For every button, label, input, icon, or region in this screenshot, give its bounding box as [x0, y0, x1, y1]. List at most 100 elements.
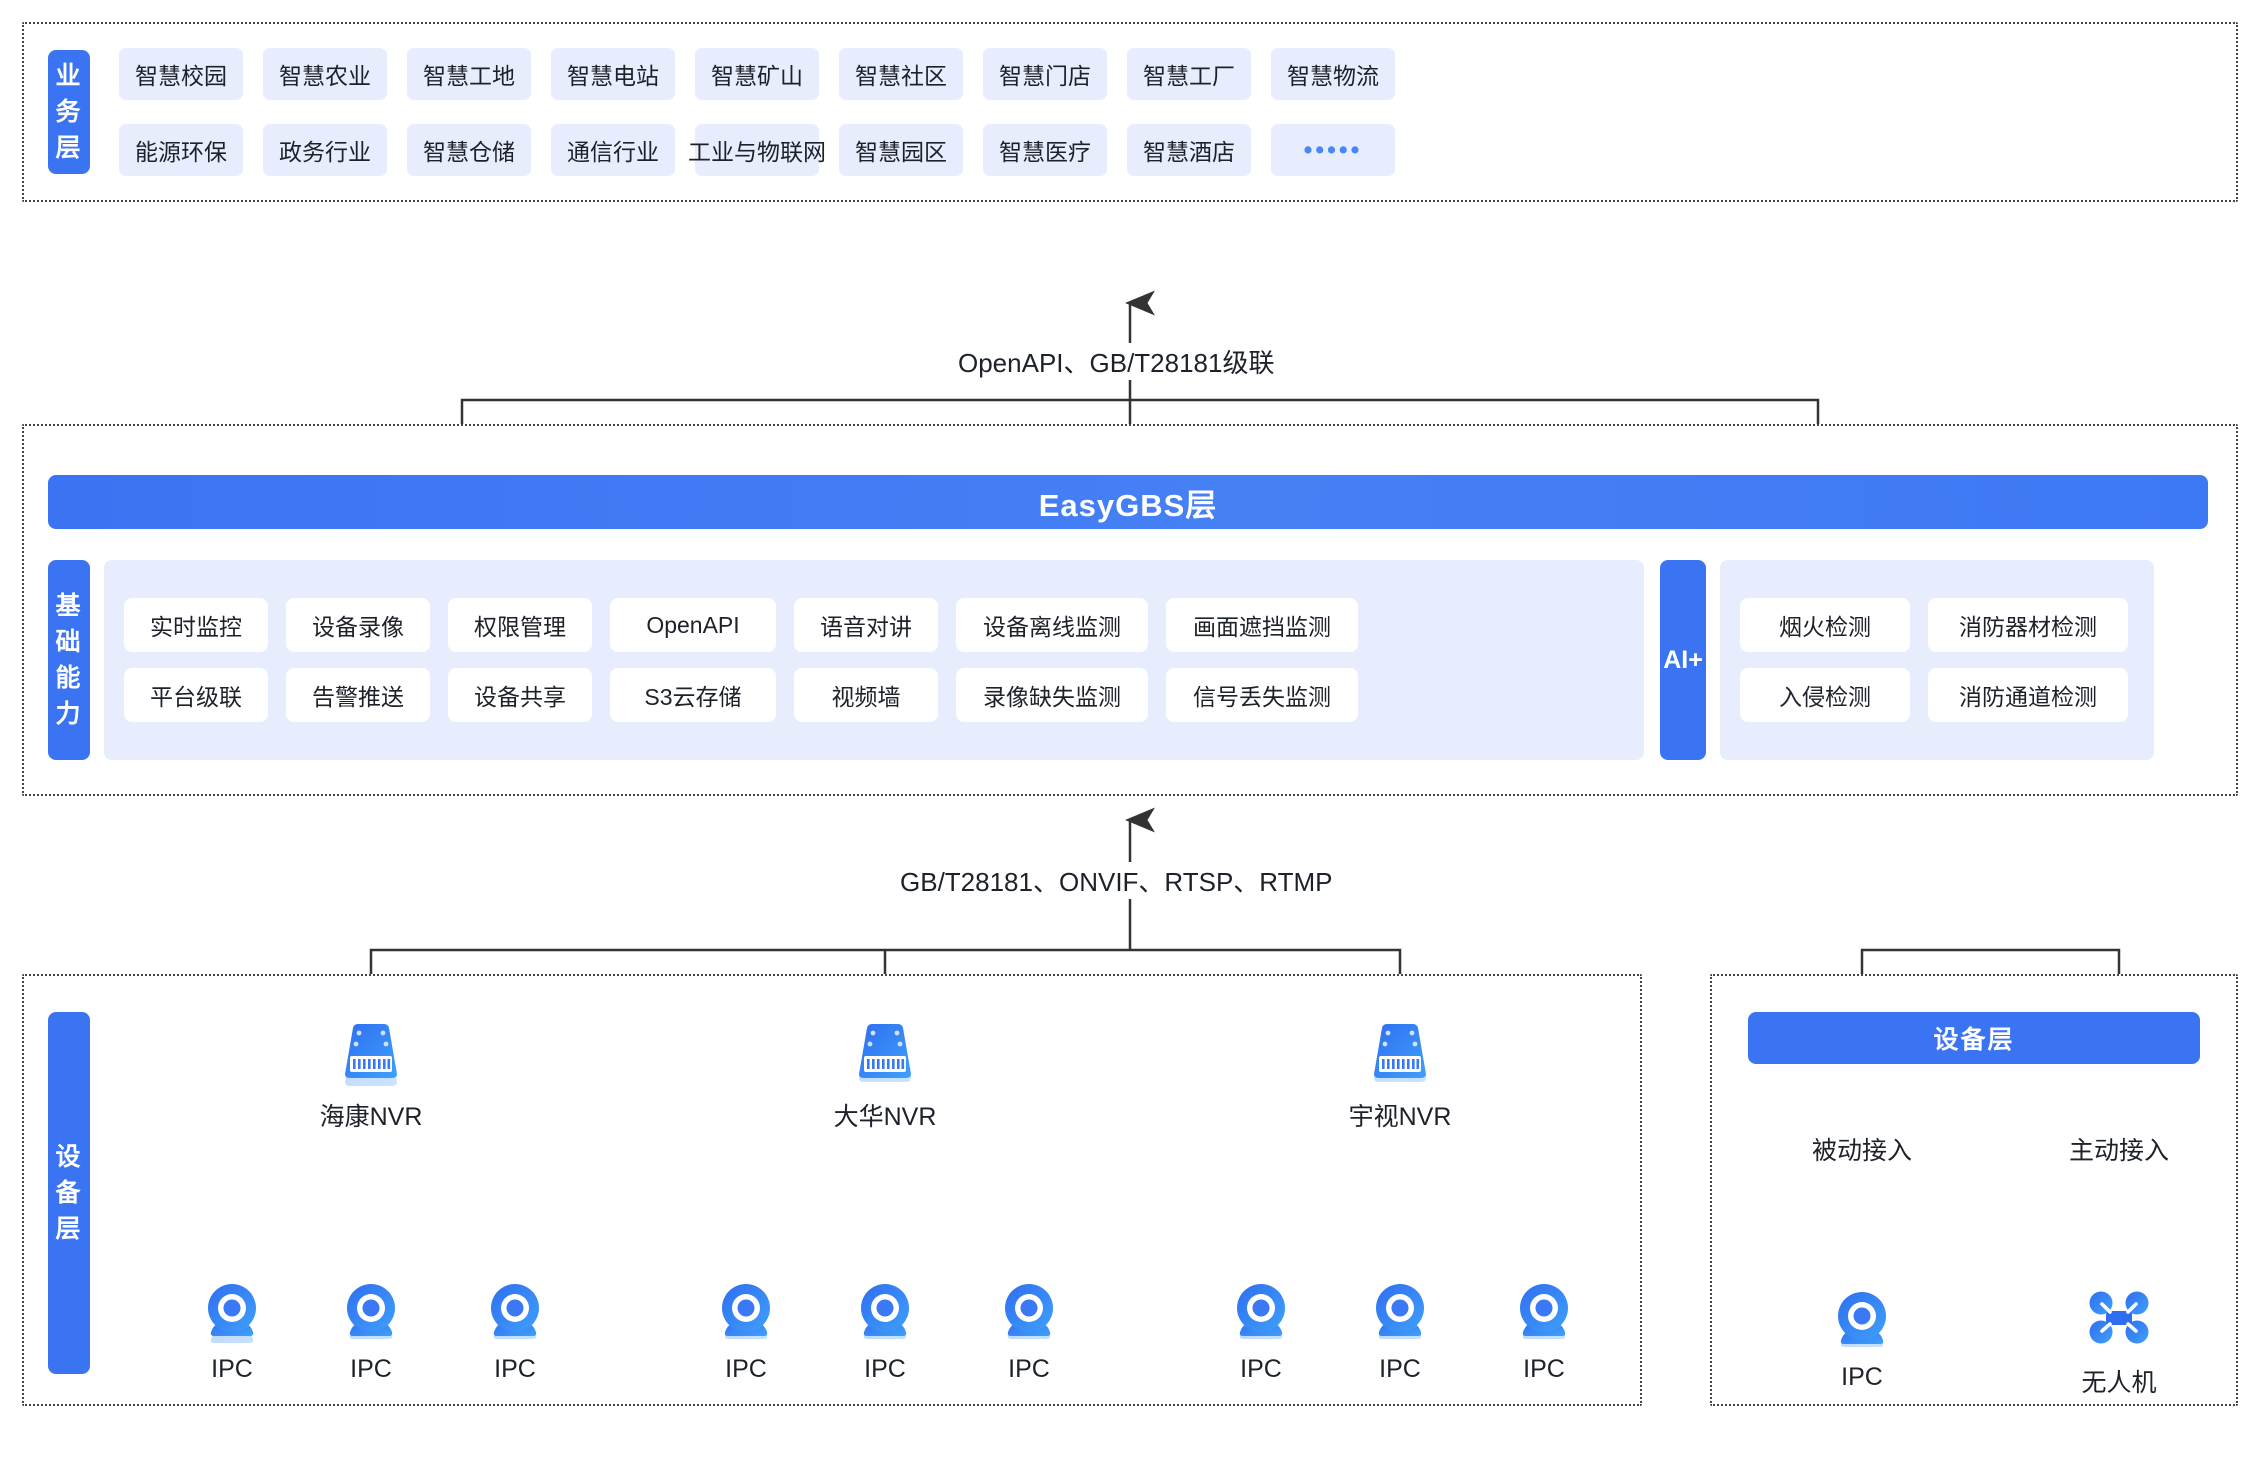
nvr-icon	[332, 1022, 410, 1091]
business-chip[interactable]: 智慧社区	[839, 48, 963, 100]
ai-capability-item[interactable]: 烟火检测	[1740, 598, 1910, 652]
business-chip[interactable]: 智慧门店	[983, 48, 1107, 100]
ipc-camera-icon	[338, 1282, 404, 1349]
ai-plus-tab: AI+	[1660, 560, 1706, 760]
nvr-label: 大华NVR	[833, 1103, 937, 1131]
capability-item[interactable]: 视频墙	[794, 668, 938, 722]
business-chip[interactable]: 智慧仓储	[407, 124, 531, 176]
ipc-node[interactable]: IPC	[840, 1282, 930, 1384]
right-ipc-node[interactable]: IPC	[1817, 1290, 1907, 1392]
capability-item[interactable]: 设备录像	[286, 598, 430, 652]
ipc-node[interactable]: IPC	[701, 1282, 791, 1384]
capability-item[interactable]: 画面遮挡监测	[1166, 598, 1358, 652]
business-chip-more[interactable]: •••••	[1271, 124, 1395, 176]
business-chip[interactable]: 智慧校园	[119, 48, 243, 100]
access-mode-label: 被动接入	[1787, 1129, 1937, 1169]
ipc-camera-icon	[199, 1282, 265, 1349]
nvr-node[interactable]: 宇视NVR	[1340, 1022, 1460, 1133]
business-chip[interactable]: 智慧医疗	[983, 124, 1107, 176]
drone-icon	[2086, 1290, 2152, 1357]
business-layer-tab-char-1: 务	[55, 97, 83, 126]
device-layer-tab-char-0: 设	[55, 1142, 83, 1171]
capability-item[interactable]: 实时监控	[124, 598, 268, 652]
nvr-icon	[846, 1022, 924, 1091]
capability-item[interactable]: 语音对讲	[794, 598, 938, 652]
ipc-node[interactable]: IPC	[326, 1282, 416, 1384]
capability-item[interactable]: 平台级联	[124, 668, 268, 722]
ipc-node[interactable]: IPC	[1216, 1282, 1306, 1384]
ai-row-1: 烟火检测 消防器材检测	[1740, 598, 2134, 652]
ipc-camera-icon	[1228, 1282, 1294, 1349]
device-layer-left-panel	[22, 974, 1642, 1406]
ai-capability-item[interactable]: 入侵检测	[1740, 668, 1910, 722]
capability-item[interactable]: 设备共享	[448, 668, 592, 722]
business-chip[interactable]: 智慧工地	[407, 48, 531, 100]
ipc-label: IPC	[494, 1355, 536, 1383]
business-layer-tab-char-2: 层	[55, 134, 83, 163]
nvr-node[interactable]: 海康NVR	[311, 1022, 431, 1133]
ai-row-2: 入侵检测 消防通道检测	[1740, 668, 2134, 722]
ipc-camera-icon	[482, 1282, 548, 1349]
basic-capability-tab-char-2: 能	[55, 664, 83, 692]
easygbs-layer-bar: EasyGBS层	[48, 475, 2208, 529]
business-chip[interactable]: 智慧矿山	[695, 48, 819, 100]
business-row-2: 能源环保 政务行业 智慧仓储 通信行业 工业与物联网 智慧园区 智慧医疗 智慧酒…	[119, 124, 1395, 176]
drone-node[interactable]: 无人机	[2074, 1290, 2164, 1399]
device-layer-bar: 设备层	[1748, 1012, 2200, 1064]
business-chip[interactable]: 智慧工厂	[1127, 48, 1251, 100]
capability-item[interactable]: S3云存储	[610, 668, 776, 722]
business-layer-tab-char-0: 业	[55, 61, 83, 90]
basic-capability-section: 基 础 能 力 实时监控 设备录像 权限管理 OpenAPI 语音对讲 设备离线…	[48, 560, 1644, 760]
business-chip[interactable]: 智慧物流	[1271, 48, 1395, 100]
device-layer-tab-char-1: 备	[55, 1178, 83, 1207]
business-chip[interactable]: 智慧酒店	[1127, 124, 1251, 176]
basic-capability-tab-char-0: 基	[55, 591, 83, 620]
capability-item[interactable]: 告警推送	[286, 668, 430, 722]
ai-plus-body: 烟火检测 消防器材检测 入侵检测 消防通道检测	[1720, 560, 2154, 760]
capability-item[interactable]: 权限管理	[448, 598, 592, 652]
connector-label-protocols: GB/T28181、ONVIF、RTSP、RTMP	[890, 862, 1343, 899]
basic-capability-tab: 基 础 能 力	[48, 560, 90, 760]
nvr-icon	[1361, 1022, 1439, 1091]
business-chip[interactable]: 智慧农业	[263, 48, 387, 100]
ipc-label: IPC	[1240, 1355, 1282, 1383]
ipc-node[interactable]: IPC	[470, 1282, 560, 1384]
ipc-label: IPC	[1523, 1355, 1565, 1383]
basic-capability-tab-char-1: 础	[55, 627, 83, 656]
business-chip[interactable]: 工业与物联网	[688, 124, 826, 176]
ai-capability-item[interactable]: 消防器材检测	[1928, 598, 2128, 652]
ipc-node[interactable]: IPC	[1355, 1282, 1445, 1384]
drone-label: 无人机	[2081, 1369, 2157, 1397]
capability-item[interactable]: 设备离线监测	[956, 598, 1148, 652]
ipc-node[interactable]: IPC	[984, 1282, 1074, 1384]
business-chip[interactable]: 通信行业	[551, 124, 675, 176]
ipc-label: IPC	[1008, 1355, 1050, 1383]
ai-capability-item[interactable]: 消防通道检测	[1928, 668, 2128, 722]
ai-plus-section: AI+ 烟火检测 消防器材检测 入侵检测 消防通道检测	[1660, 560, 2154, 760]
capability-item[interactable]: OpenAPI	[610, 598, 776, 652]
business-chip[interactable]: 智慧电站	[551, 48, 675, 100]
ipc-label: IPC	[211, 1355, 253, 1383]
ipc-camera-icon	[1829, 1290, 1895, 1357]
access-mode-label: 主动接入	[2044, 1129, 2194, 1169]
business-chip[interactable]: 能源环保	[119, 124, 243, 176]
nvr-node[interactable]: 大华NVR	[825, 1022, 945, 1133]
ipc-camera-icon	[713, 1282, 779, 1349]
ipc-node[interactable]: IPC	[1499, 1282, 1589, 1384]
capability-row-2: 平台级联 告警推送 设备共享 S3云存储 视频墙 录像缺失监测 信号丢失监测	[124, 668, 1624, 722]
ipc-camera-icon	[1367, 1282, 1433, 1349]
capability-item[interactable]: 信号丢失监测	[1166, 668, 1358, 722]
ipc-camera-icon	[996, 1282, 1062, 1349]
basic-capability-tab-char-3: 力	[55, 700, 83, 729]
device-layer-tab-char-2: 层	[55, 1215, 83, 1244]
business-chip[interactable]: 智慧园区	[839, 124, 963, 176]
right-ipc-label: IPC	[1841, 1363, 1883, 1391]
ipc-label: IPC	[350, 1355, 392, 1383]
ipc-node[interactable]: IPC	[187, 1282, 277, 1384]
capability-row-1: 实时监控 设备录像 权限管理 OpenAPI 语音对讲 设备离线监测 画面遮挡监…	[124, 598, 1624, 652]
connector-label-openapi: OpenAPI、GB/T28181级联	[948, 343, 1285, 380]
ipc-label: IPC	[864, 1355, 906, 1383]
business-chip[interactable]: 政务行业	[263, 124, 387, 176]
capability-item[interactable]: 录像缺失监测	[956, 668, 1148, 722]
